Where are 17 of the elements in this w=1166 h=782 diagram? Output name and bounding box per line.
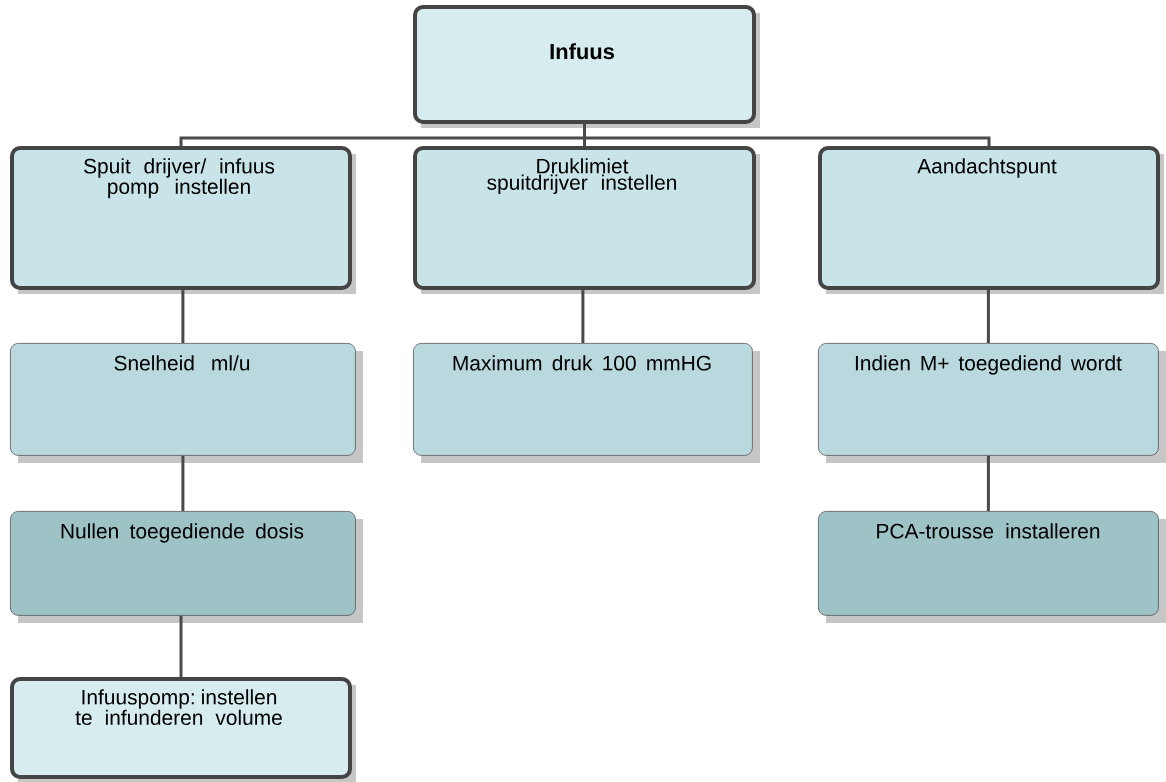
connector-line: [583, 124, 991, 146]
process-box: Aandachtspunt: [818, 146, 1164, 294]
connector-line: [181, 455, 185, 511]
process-box: Spuit drijver/ infuus pomp instellen: [10, 146, 356, 294]
connector-line: [179, 615, 183, 677]
process-box: Infuuspomp: instellen te infunderen volume: [10, 677, 356, 782]
connector-line: [181, 290, 185, 343]
connector-line: [986, 290, 990, 343]
connector-line: [581, 290, 585, 343]
process-box: Maximum druk 100 mmHG: [413, 343, 760, 463]
process-box: Snelheid ml/u: [10, 343, 363, 463]
process-box: Indien M+ toegediend wordt: [818, 343, 1166, 463]
connector-line: [986, 455, 990, 511]
process-box: PCA-trousse installeren: [818, 511, 1166, 623]
process-box: Nullen toegediende dosis: [10, 511, 363, 623]
process-box: Druklimiet spuitdrijver instellen: [413, 146, 760, 294]
process-box: Infuus: [413, 5, 760, 128]
